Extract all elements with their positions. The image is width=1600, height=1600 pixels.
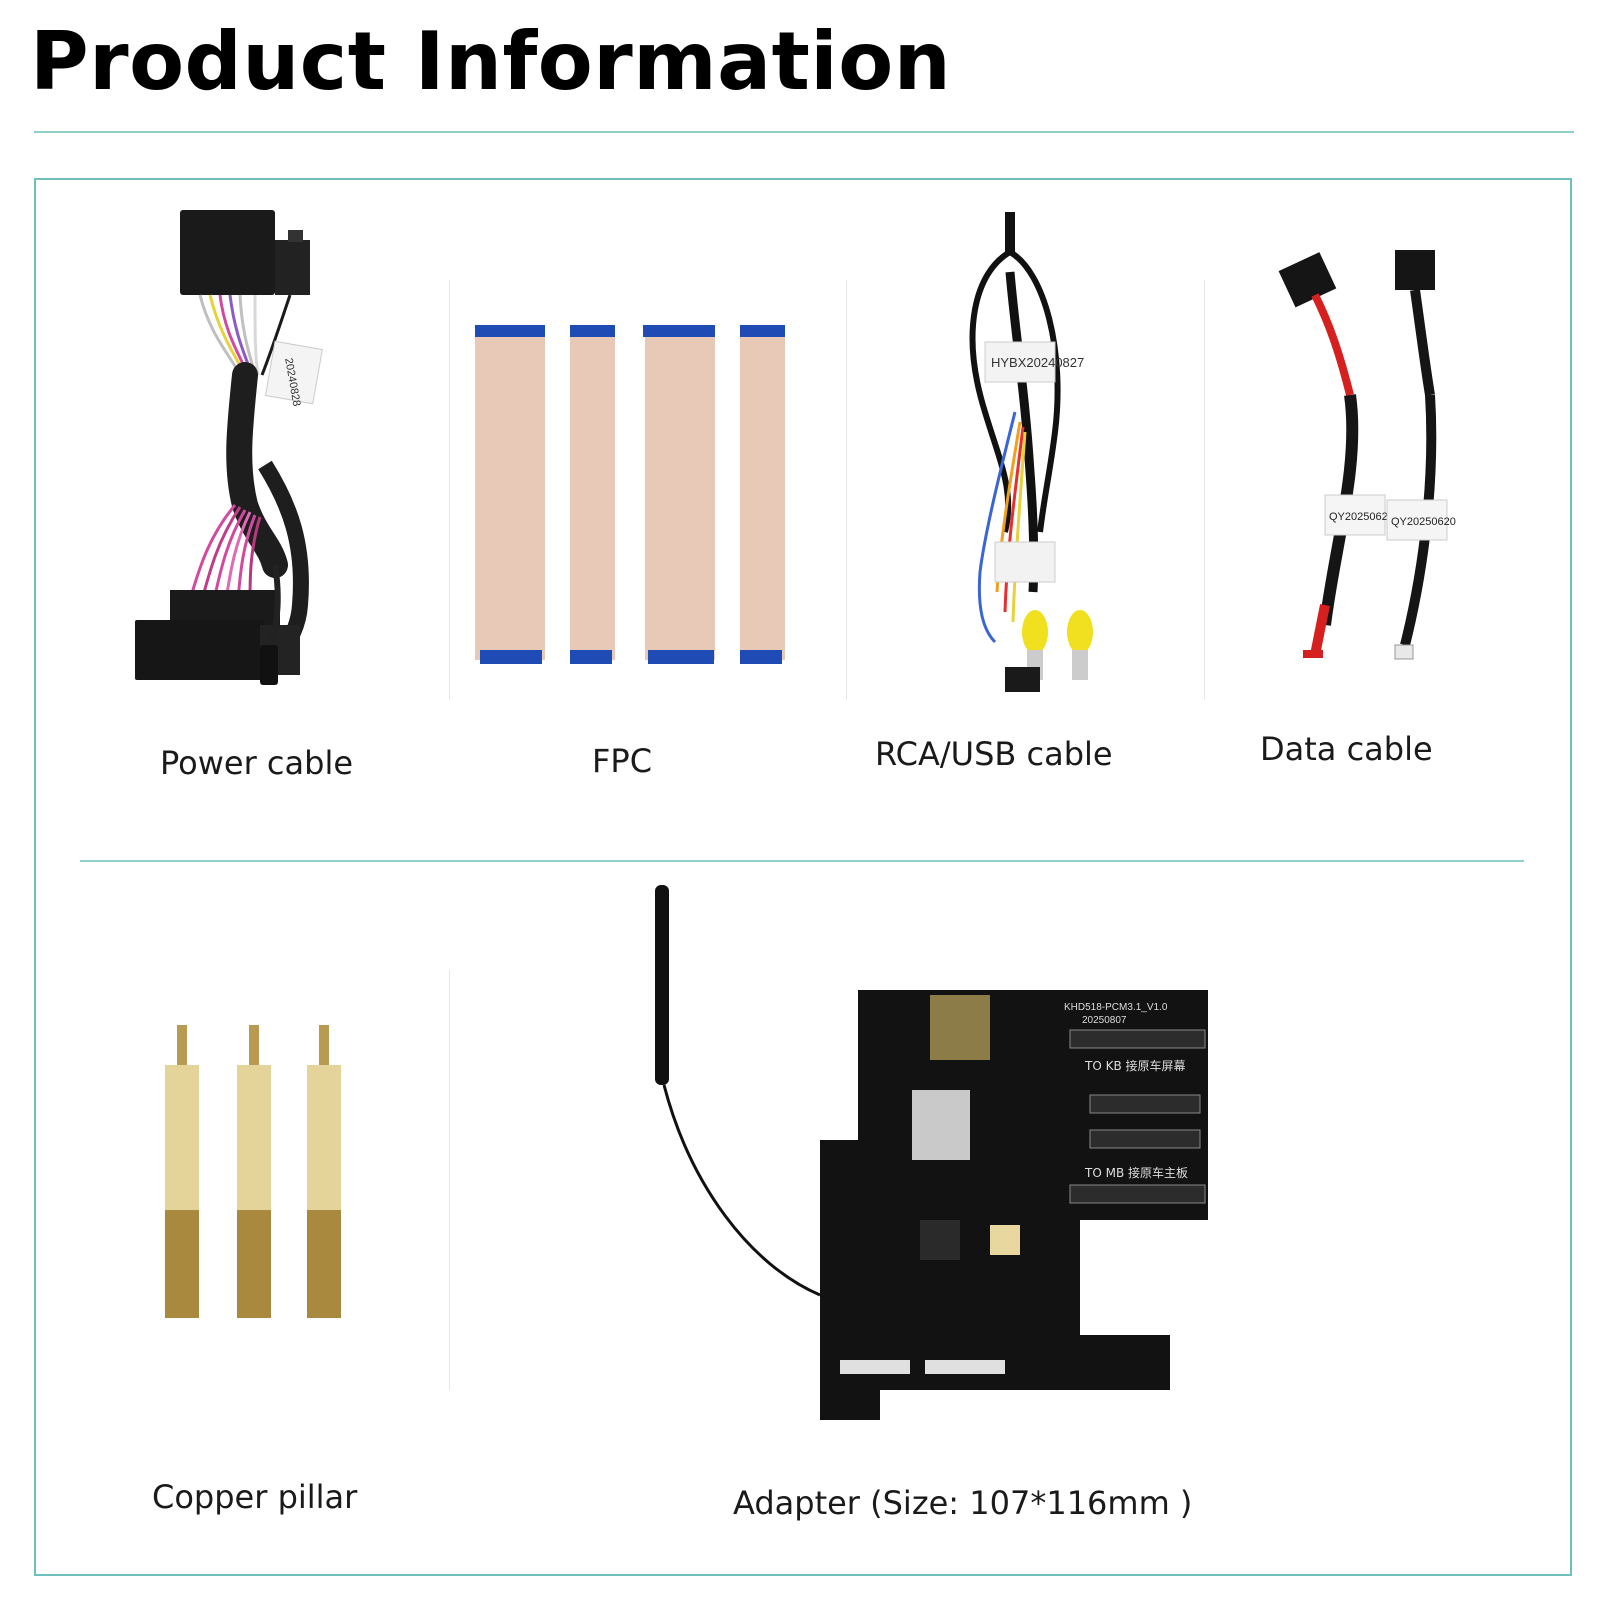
- column-separator: [846, 280, 847, 700]
- board-kb-label: TO KB 接原车屏幕: [1084, 1058, 1186, 1073]
- item-label-data-cable: Data cable: [1260, 730, 1433, 768]
- item-label-power-cable: Power cable: [160, 744, 354, 782]
- data-cable-tag-2: QY20250620: [1391, 516, 1456, 528]
- flat-ribbon-cable-icon: [470, 325, 800, 670]
- board-date-text: 20250807: [1082, 1015, 1127, 1026]
- wire-harness-icon: 20240828: [130, 205, 340, 715]
- data-cable-icon: QY20250620 QY20250620: [1275, 245, 1475, 685]
- board-model-text: KHD518-PCM3.1_V1.0: [1064, 1002, 1168, 1013]
- column-separator: [449, 970, 450, 1390]
- row-divider: [80, 860, 1524, 862]
- rca-usb-cable-icon: HYBX20240827: [955, 212, 1135, 712]
- adapter-board-icon: KHD518-PCM3.1_V1.0 20250807 TO KB 接原车屏幕 …: [650, 885, 1210, 1425]
- item-label-fpc: FPC: [592, 742, 653, 780]
- copper-standoff-icon: [160, 1025, 350, 1325]
- product-frame: [34, 178, 1572, 1576]
- item-label-copper-pillar: Copper pillar: [152, 1478, 358, 1516]
- item-label-adapter: Adapter (Size: 107*116mm ): [733, 1484, 1193, 1522]
- data-cable-tag-1: QY20250620: [1329, 511, 1394, 523]
- title-divider: [34, 131, 1574, 133]
- page-title: Product Information: [30, 15, 952, 108]
- board-mb-label: TO MB 接原车主板: [1084, 1165, 1188, 1180]
- column-separator: [449, 280, 450, 700]
- cable-tag-text: HYBX20240827: [991, 355, 1084, 370]
- column-separator: [1204, 280, 1205, 700]
- item-label-rca-usb-cable: RCA/USB cable: [875, 735, 1113, 773]
